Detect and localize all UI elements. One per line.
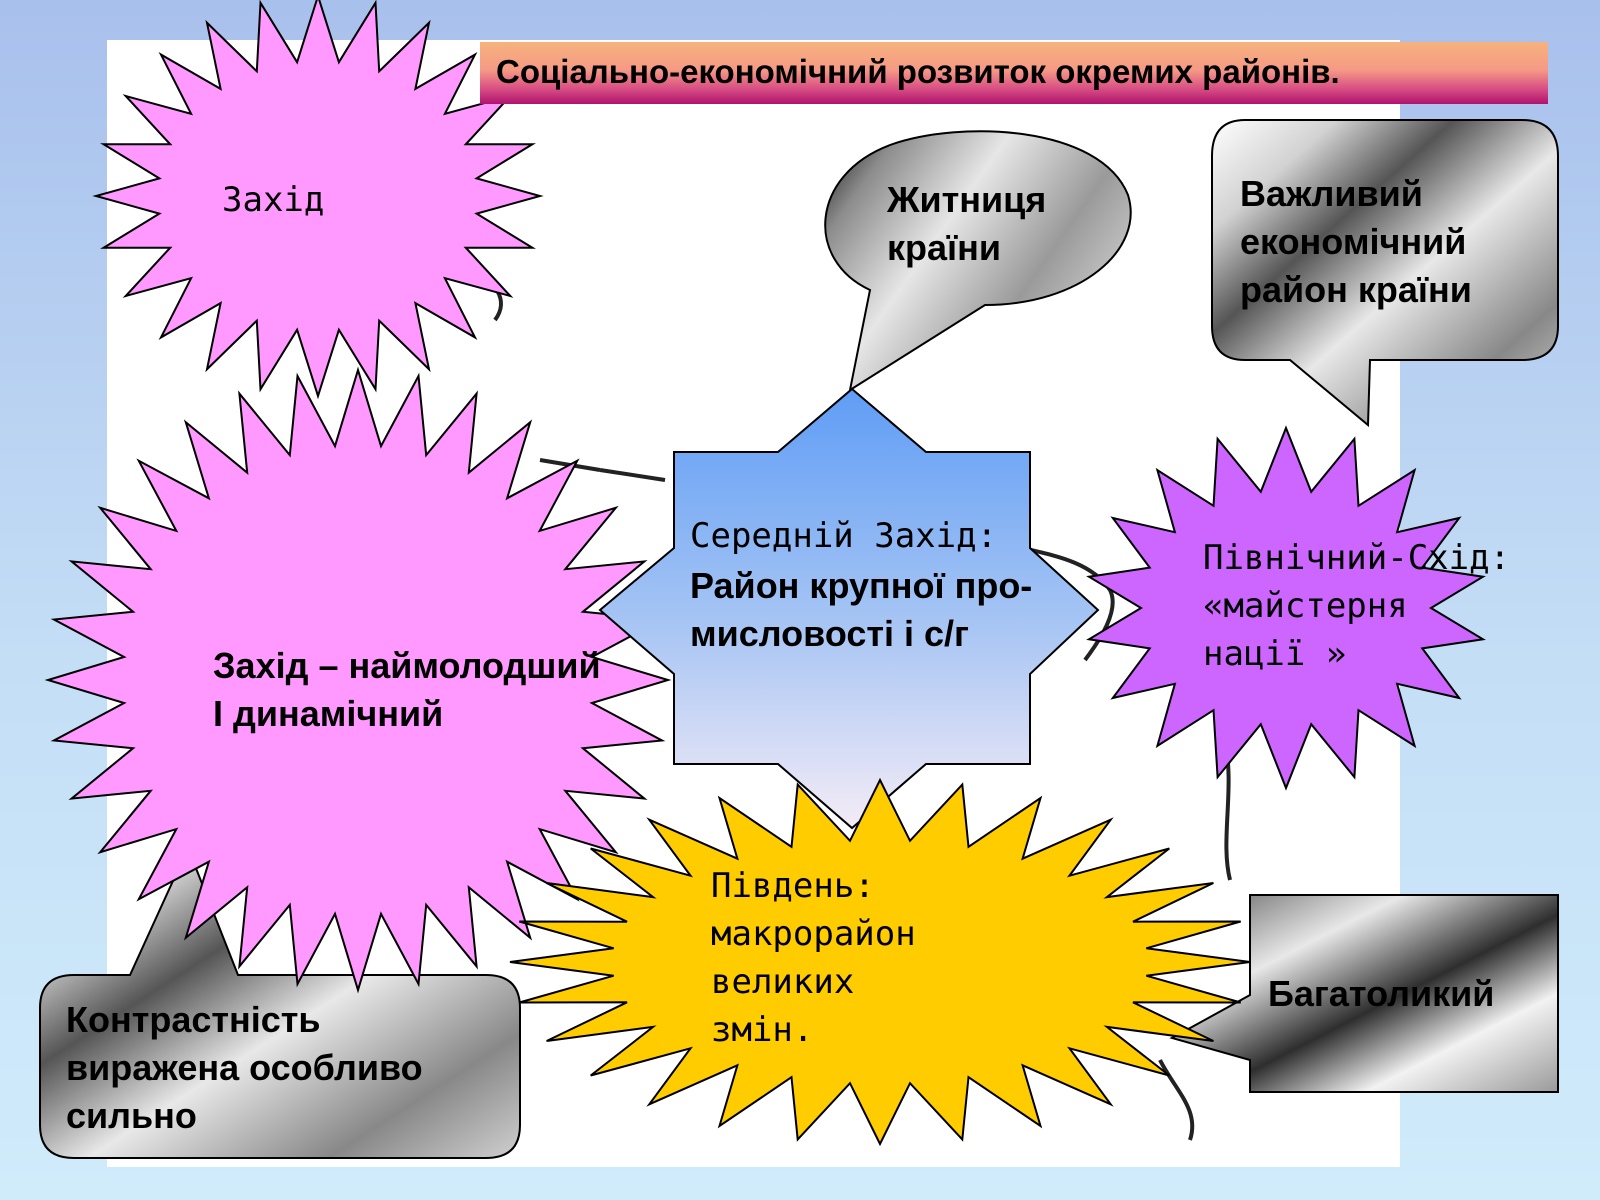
midwest-body-label: Район крупної про- мисловості і с/г	[690, 565, 1033, 654]
contrast-label: Контрастність виражена особливо сильно	[66, 999, 423, 1136]
page-title: Соціально-економічний розвиток окремих р…	[496, 53, 1340, 90]
west-label: Захід	[222, 180, 325, 220]
midwest-head-label: Середній Захід:	[690, 516, 998, 556]
midwest-star	[598, 387, 1100, 830]
breadbasket-callout	[824, 130, 1132, 393]
young-west-burst	[44, 366, 672, 994]
important-region-callout	[1211, 119, 1559, 428]
south-burst	[509, 777, 1251, 1147]
breadbasket-label: Житниця країни	[887, 179, 1047, 268]
multifaceted-label: Багатоликий	[1268, 973, 1495, 1014]
northeast-label: Північний-Схід: «майстерня нації »	[1203, 538, 1511, 674]
northeast-burst	[1086, 425, 1486, 791]
title-bar: Соціально-економічний розвиток окремих р…	[480, 42, 1548, 104]
contrast-callout	[39, 845, 521, 1159]
young-west-label: Захід – наймолодший І динамічний	[213, 645, 601, 734]
south-label: Південь: макрорайон великих змін.	[711, 866, 916, 1050]
important-region-label: Важливий економічний район країни	[1240, 173, 1472, 310]
